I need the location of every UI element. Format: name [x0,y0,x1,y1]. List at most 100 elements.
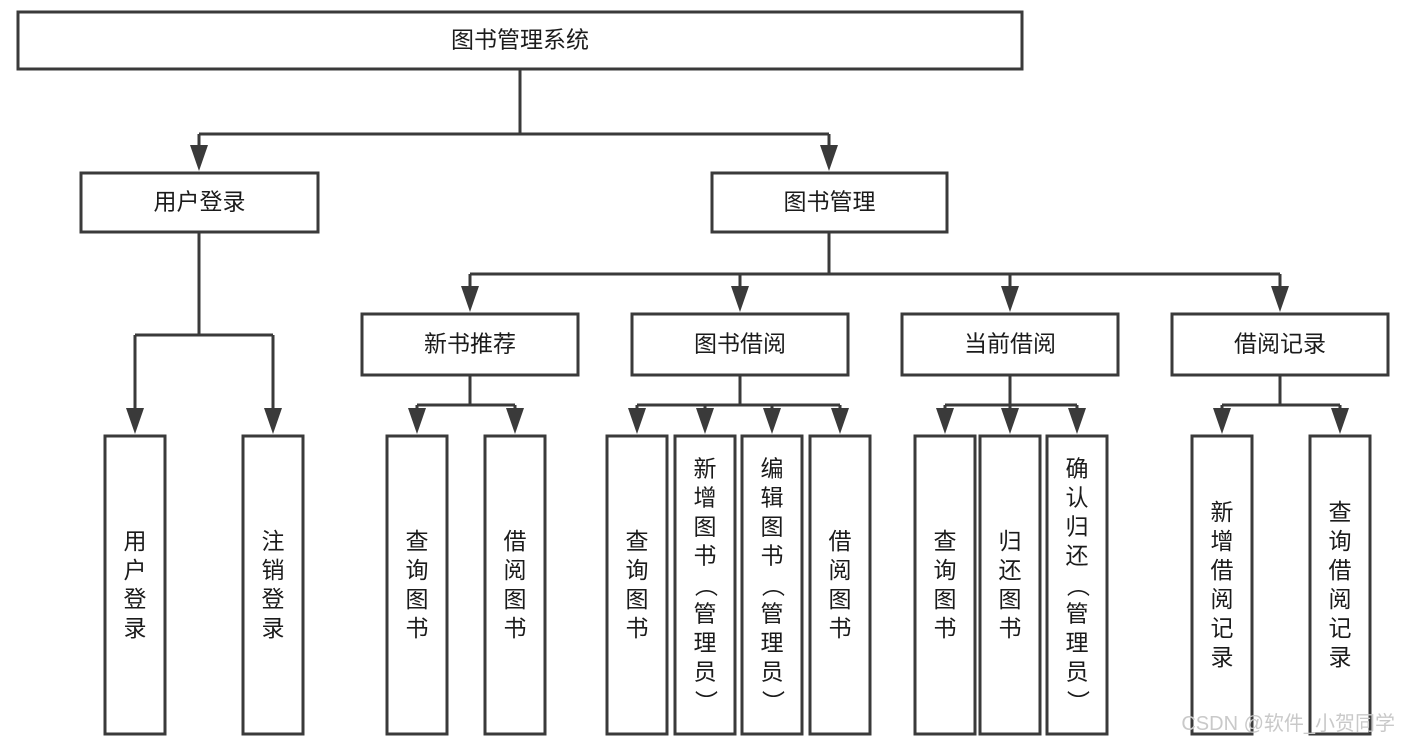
arrow-head-icon [126,408,144,434]
leaf-borrow-book-2-box[interactable] [808,434,872,736]
borrow-record-box[interactable] [1170,312,1390,377]
leaf-return-book-box[interactable] [978,434,1042,736]
current-borrow-box[interactable] [900,312,1120,377]
leaf-borrow-book-2-label-char: 书 [829,615,852,641]
leaf-borrow-book-1-box[interactable] [483,434,547,736]
leaf-query-book-1-box[interactable] [385,434,449,736]
leaf-query-record-label-char: 记 [1329,615,1352,641]
leaf-add-record-label-char: 记 [1211,615,1234,641]
arrow-head-icon [408,408,426,434]
leaf-user-login-label-char: 户 [124,557,147,583]
leaf-logout-login-label-char: 注 [262,528,285,554]
leaf-query-book-2-label-char: 书 [626,615,649,641]
leaf-edit-book-label-char: 辑 [761,485,784,511]
leaf-edit-book-label-char: 理 [761,630,784,656]
arrow-head-icon [696,408,714,434]
leaf-add-book-label-char: 图 [694,514,717,540]
leaf-return-book-label-char: 图 [999,586,1022,612]
system-title-label: 图书管理系统 [451,27,589,53]
leaf-add-record-box[interactable] [1190,434,1254,736]
leaf-add-book-label-char: 新 [694,456,717,482]
leaf-add-book-label-char: 书 [694,543,717,569]
leaf-edit-book-label-char: 员 [761,659,784,685]
leaf-query-book-3-label-char: 书 [934,615,957,641]
node-book-management[interactable]: 图书管理 [710,171,949,234]
node-undefined[interactable]: 图书管理系统 [16,10,1024,71]
book-borrow-box[interactable] [630,312,850,377]
arrow-head-icon [1001,408,1019,434]
leaf-confirm-return-label-char: 管 [1066,601,1089,627]
leaf-add-record-label-char: 新 [1211,499,1234,525]
new-book-recommend-box[interactable] [360,312,580,377]
arrow-head-icon [731,286,749,312]
leaf-edit-book-label-char: 管 [761,601,784,627]
borrow-record-label: 借阅记录 [1234,331,1326,357]
leaf-query-book-1-label-char: 书 [406,615,429,641]
leaf-query-book-1-label-char: 图 [406,586,429,612]
leaf-borrow-book-1-label-char: 图 [504,586,527,612]
leaf-borrow-book-1-label-char: 阅 [504,557,527,583]
leaf-add-book-label-char: 增 [694,485,717,511]
leaf-borrow-book-2-label-char: 图 [829,586,852,612]
leaf-borrow-book-2-label-char: 借 [829,528,852,554]
leaf-edit-book-label-char: 编 [761,456,784,482]
leaf-return-book-label-char: 还 [999,557,1022,583]
leaf-edit-book-label-char: ） [760,690,786,713]
node-user-login[interactable]: 用户登录 [79,171,320,234]
arrow-head-icon [1001,286,1019,312]
leaf-query-record-box[interactable] [1308,434,1372,736]
csdn-watermark: CSDN @软件_小贺同学 [1181,712,1395,735]
leaf-confirm-return-box[interactable] [1045,434,1109,736]
diagram-nodes: 图书管理系统用户登录图书管理新书推荐图书借阅当前借阅借阅记录用户登录注销登录查询… [16,10,1390,736]
leaf-confirm-return-label-char: 理 [1066,630,1089,656]
node-borrow-record[interactable]: 借阅记录 [1170,312,1390,377]
leaf-query-record-label-char: 阅 [1329,586,1352,612]
book-management-box[interactable] [710,171,949,234]
leaf-query-record-label-char: 录 [1329,644,1352,670]
leaf-user-login-label-char: 登 [124,586,147,612]
arrow-head-icon [1271,286,1289,312]
leaf-confirm-return-label-char: 还 [1066,543,1089,569]
node-leaf-user-login[interactable]: 用户登录 [103,434,167,736]
arrow-head-icon [628,408,646,434]
leaf-edit-book-label-char: 书 [761,543,784,569]
node-current-borrow[interactable]: 当前借阅 [900,312,1120,377]
leaf-logout-login-box[interactable] [241,434,305,736]
leaf-query-book-2-box[interactable] [605,434,669,736]
leaf-add-book-label-char: 管 [694,601,717,627]
node-new-book-recommend[interactable]: 新书推荐 [360,312,580,377]
leaf-add-book-box[interactable] [673,434,737,736]
leaf-query-book-3-label-char: 图 [934,586,957,612]
arrow-head-icon [506,408,524,434]
leaf-borrow-book-2-label-char: 阅 [829,557,852,583]
arrow-head-icon [936,408,954,434]
leaf-user-login-label-char: 录 [124,615,147,641]
leaf-query-book-3-box[interactable] [913,434,977,736]
leaf-borrow-book-1-label-char: 借 [504,528,527,554]
node-book-borrow[interactable]: 图书借阅 [630,312,850,377]
current-borrow-label: 当前借阅 [964,331,1056,357]
leaf-add-record-label-char: 阅 [1211,586,1234,612]
arrow-head-icon [190,145,208,171]
arrow-head-icon [831,408,849,434]
leaf-user-login-label-char: 用 [124,528,147,554]
user-login-box[interactable] [79,171,320,234]
leaf-edit-book-box[interactable] [740,434,804,736]
system-title-box[interactable] [16,10,1024,71]
leaf-query-book-2-label-char: 询 [626,557,649,583]
leaf-user-login-box[interactable] [103,434,167,736]
leaf-logout-login-label-char: 录 [262,615,285,641]
